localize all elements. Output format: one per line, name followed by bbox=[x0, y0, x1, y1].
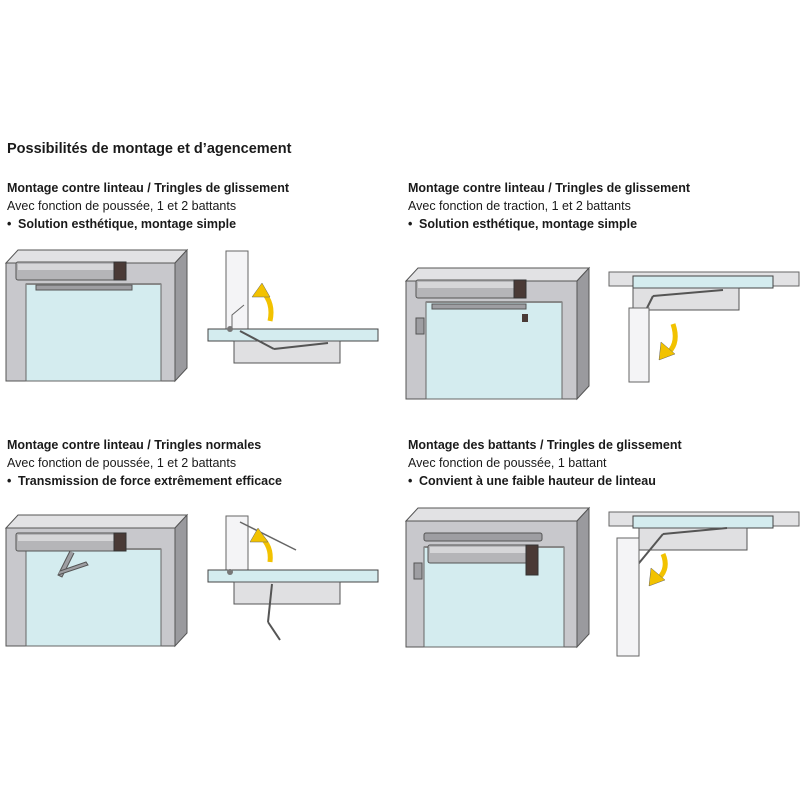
mounting-option-4: Montage des battants / Tringles de gliss… bbox=[408, 437, 798, 490]
arrow-icon bbox=[657, 553, 668, 580]
door-front-view-2 bbox=[404, 266, 591, 401]
option-heading: Montage contre linteau / Tringles de gli… bbox=[7, 181, 290, 195]
arrow-icon bbox=[667, 323, 678, 354]
mounting-option-2: Montage contre linteau / Tringles de gli… bbox=[408, 180, 798, 233]
option-subtitle: Avec fonction de poussée, 1 et 2 battant… bbox=[7, 199, 237, 213]
option-heading: Montage contre linteau / Tringles de gli… bbox=[408, 181, 691, 195]
option-subtitle: Avec fonction de poussée, 1 et 2 battant… bbox=[7, 456, 237, 470]
door-top-view-2 bbox=[608, 271, 800, 383]
door-top-view-3 bbox=[207, 515, 379, 641]
option-subtitle: Avec fonction de poussée, 1 battant bbox=[408, 456, 607, 470]
option-bullet: •Solution esthétique, montage simple bbox=[408, 217, 638, 231]
option-heading: Montage contre linteau / Tringles normal… bbox=[7, 438, 262, 452]
mounting-option-3: Montage contre linteau / Tringles normal… bbox=[7, 437, 397, 490]
door-top-view-4 bbox=[608, 511, 800, 657]
option-heading: Montage des battants / Tringles de gliss… bbox=[408, 438, 682, 452]
door-front-view-1 bbox=[4, 248, 189, 383]
option-bullet: •Convient à une faible hauteur de lintea… bbox=[408, 474, 656, 488]
option-subtitle: Avec fonction de traction, 1 et 2 battan… bbox=[408, 199, 631, 213]
option-bullet: •Solution esthétique, montage simple bbox=[7, 217, 237, 231]
door-top-view-1 bbox=[207, 250, 379, 364]
page-title: Possibilités de montage et d’agencement bbox=[7, 141, 292, 157]
mounting-option-1: Montage contre linteau / Tringles de gli… bbox=[7, 180, 397, 233]
door-front-view-3 bbox=[4, 513, 189, 648]
door-front-view-4 bbox=[404, 506, 591, 649]
option-bullet: •Transmission de force extrêmement effic… bbox=[7, 474, 283, 488]
